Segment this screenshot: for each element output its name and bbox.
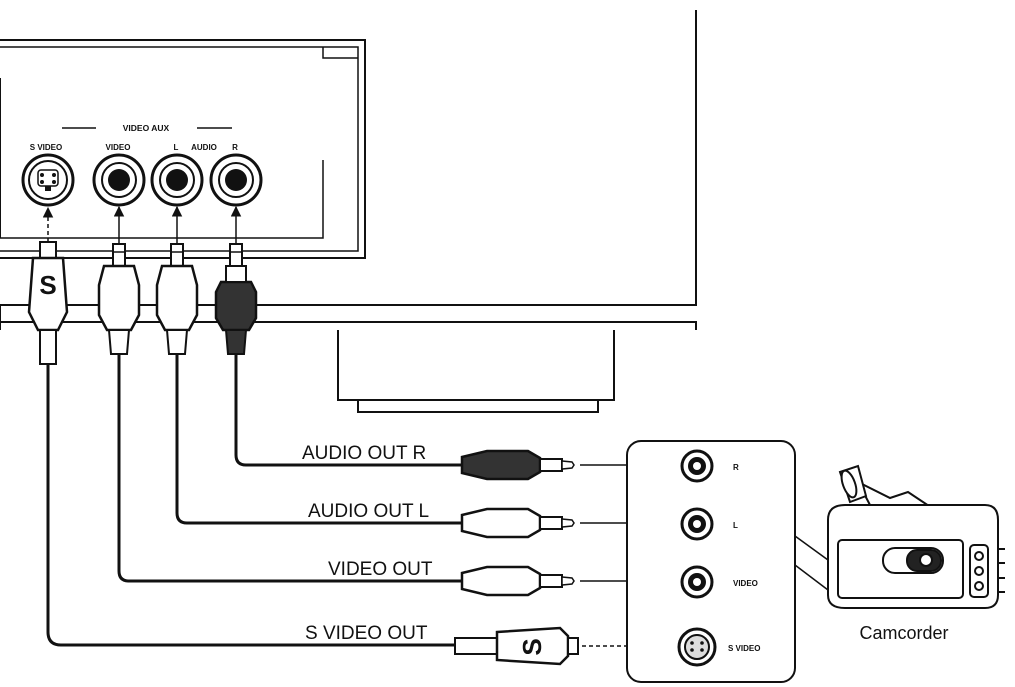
camcorder-icon: [827, 464, 1005, 609]
cam-jack-video-label: VIDEO: [733, 579, 758, 588]
tv-audio-r-plug: [214, 243, 258, 355]
panel-svideo-jack[interactable]: [21, 153, 75, 207]
cable-audio-l: [175, 354, 462, 525]
svideo-plug-letter: S: [517, 638, 547, 655]
panel-video-jack[interactable]: [92, 153, 146, 207]
cam-jack-video[interactable]: [680, 565, 714, 599]
tv-svideo-plug: S: [27, 241, 69, 365]
cam-jack-r-label: R: [733, 463, 739, 472]
tv-video-plug: [97, 243, 141, 355]
s-video-out-label: S VIDEO OUT: [305, 623, 428, 644]
cam-jack-l-label: L: [733, 521, 738, 530]
plug-audio-r: [460, 449, 575, 481]
l-jack-label: L: [174, 143, 179, 152]
tv-stand: [337, 330, 615, 401]
cam-jack-svideo-label: S VIDEO: [728, 644, 760, 653]
cam-jack-svideo[interactable]: [677, 627, 717, 667]
cable-svideo: [46, 364, 455, 647]
video-aux-group: VIDEO AUX S VIDEO VIDEO L AUDIO R: [30, 123, 238, 152]
tv-svideo-plug-letter: S: [39, 270, 56, 300]
cam-jack-r[interactable]: [680, 449, 714, 483]
plug-audio-l: [460, 507, 575, 539]
camcorder-caption: Camcorder: [859, 623, 948, 643]
audio-jack-label: AUDIO: [191, 143, 217, 152]
video-out-label: VIDEO OUT: [328, 559, 433, 580]
tv-audio-l-plug: [155, 243, 199, 355]
video-aux-label: VIDEO AUX: [123, 123, 170, 133]
plug-video: [460, 565, 575, 597]
svideo-jack-label: S VIDEO: [30, 143, 62, 152]
cables: [46, 354, 462, 647]
panel-arrows: [42, 205, 242, 244]
cable-video: [117, 354, 462, 583]
r-jack-label: R: [232, 143, 238, 152]
audio-out-l-label: AUDIO OUT L: [308, 501, 429, 522]
plug-svideo: S: [454, 626, 579, 666]
tv-unit: [0, 10, 697, 413]
cable-audio-r: [234, 354, 462, 467]
camcorder-jack-panel: R L VIDEO S VIDEO: [626, 440, 829, 683]
tv-stand-base: [357, 399, 599, 413]
tv-outline: [0, 10, 697, 306]
panel-audio-r-jack[interactable]: [209, 153, 263, 207]
audio-out-r-label: AUDIO OUT R: [302, 443, 426, 464]
cam-jack-l[interactable]: [680, 507, 714, 541]
video-jack-label: VIDEO: [106, 143, 131, 152]
panel-audio-l-jack[interactable]: [150, 153, 204, 207]
